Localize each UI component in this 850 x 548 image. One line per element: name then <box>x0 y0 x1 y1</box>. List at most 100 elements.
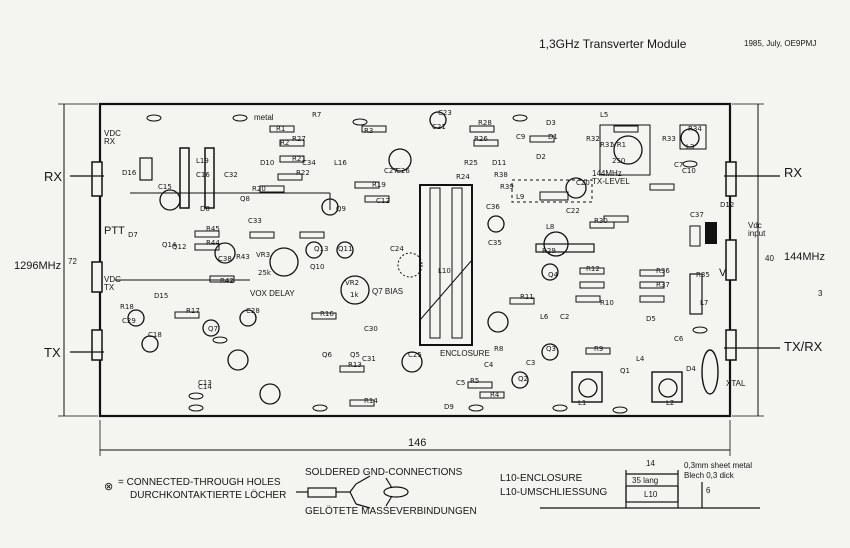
component-label: R38 <box>494 171 508 179</box>
component-label: 250 <box>612 157 626 165</box>
encl-dimension: 14 <box>646 459 655 468</box>
component-label: R17 <box>186 307 200 315</box>
component-label: Q7 <box>208 325 218 333</box>
component-label: C30 <box>364 325 378 333</box>
component-label: VR1 <box>612 141 627 149</box>
rx-left-label: RX <box>44 169 63 184</box>
component-label: C10 <box>682 167 696 175</box>
component-label: R37 <box>656 281 670 289</box>
encl-legend-line2: L10-UMSCHLIESSUNG <box>500 487 608 498</box>
component-label: Q8 <box>240 195 250 203</box>
component-label: C28 <box>246 307 260 315</box>
component-label: C18 <box>148 331 162 339</box>
component-label: C29 <box>122 317 136 325</box>
encl-coil-label: L10 <box>644 490 658 499</box>
freq-left-sub: 72 <box>68 257 77 266</box>
component-label: Q13 <box>314 245 329 253</box>
component-label: Q3 <box>546 345 556 353</box>
component-label: R7 <box>312 111 322 119</box>
component-label: R25 <box>464 159 478 167</box>
component-label: R28 <box>478 119 492 127</box>
component-label: R5 <box>470 377 480 385</box>
component-label: R36 <box>656 267 670 275</box>
metal-label: metal <box>254 113 274 122</box>
component-label: L10 <box>438 267 451 275</box>
component-label: C32 <box>224 171 238 179</box>
component-label: C31 <box>362 355 376 363</box>
component-label: Q4 <box>548 271 558 279</box>
component-label: R21 <box>292 155 306 163</box>
component-label: Q1 <box>620 367 630 375</box>
component-label: C5 <box>456 379 466 387</box>
component-label: Q10 <box>310 263 325 271</box>
freq-right-sub: 40 <box>765 254 774 263</box>
freq-left-label: 1296MHz <box>14 260 62 272</box>
component-label: C35 <box>488 239 502 247</box>
component-label: 25k <box>258 269 271 277</box>
component-label: R2 <box>280 139 290 147</box>
component-label: Q5 <box>350 351 360 359</box>
diagram-date: 1985, July, OE9PMJ <box>744 39 817 48</box>
component-label: D15 <box>154 292 169 300</box>
component-label: L6 <box>540 313 549 321</box>
component-label: Q6 <box>322 351 332 359</box>
encl-legend-line1: L10-ENCLOSURE <box>500 473 583 484</box>
component-label: C38 <box>218 255 232 263</box>
v-mark-label: V <box>719 267 727 279</box>
component-label: D5 <box>646 315 656 323</box>
component-label: C23 <box>438 109 452 117</box>
component-label: D1 <box>548 133 558 141</box>
tx-level-label: 144MHz TX-LEVEL <box>592 169 630 186</box>
component-label: R39 <box>500 183 514 191</box>
component-label: C6 <box>674 335 684 343</box>
component-label: D10 <box>260 159 275 167</box>
encl-height: 6 <box>706 486 711 495</box>
component-label: R35 <box>696 271 710 279</box>
component-label: VR3 <box>256 251 271 259</box>
board-outline <box>98 102 732 418</box>
component-label: R9 <box>594 345 604 353</box>
component-label: C16 <box>196 171 210 179</box>
component-label: R33 <box>662 135 676 143</box>
component-label: D4 <box>686 365 696 373</box>
component-label: R1 <box>276 125 286 133</box>
freq-right-label: 144MHz <box>784 251 825 263</box>
component-label: D2 <box>536 153 546 161</box>
component-label: D8 <box>200 205 210 213</box>
tx-left-label: TX <box>44 345 61 360</box>
txrx-right-label: TX/RX <box>784 339 823 354</box>
encl-length: 35 lang <box>632 476 659 485</box>
component-label: R44 <box>206 239 220 247</box>
component-label: R12 <box>586 265 600 273</box>
component-label: C37 <box>690 211 704 219</box>
component-label: R22 <box>296 169 310 177</box>
component-label: L3 <box>686 143 695 151</box>
holes-legend-line1: = CONNECTED-THROUGH HOLES <box>118 477 281 488</box>
component-label: Q2 <box>518 375 528 383</box>
component-label: R10 <box>600 299 614 307</box>
component-label: D16 <box>122 169 137 177</box>
component-label: C7 <box>674 161 684 169</box>
component-label: Q11 <box>338 245 353 253</box>
vdc-rx-label: VDC RX <box>104 129 121 146</box>
gnd-legend-line2: GELÖTETE MASSEVERBINDUNGEN <box>305 506 477 517</box>
component-label: L16 <box>334 159 347 167</box>
component-label: Q9 <box>336 205 346 213</box>
component-label: R11 <box>520 293 534 301</box>
component-label: 1k <box>350 291 359 299</box>
component-label: R3 <box>364 127 374 135</box>
component-label: VR2 <box>345 279 360 287</box>
component-label: C13 <box>198 379 212 387</box>
component-label: D3 <box>546 119 556 127</box>
component-label: L7 <box>700 299 709 307</box>
holes-symbol: ⊗ <box>104 481 114 493</box>
diagram-title: 1,3GHz Transverter Module <box>539 37 687 51</box>
component-label: L1 <box>578 399 587 407</box>
component-label: C12 <box>376 197 390 205</box>
vdc-tx-label: VDC TX <box>104 275 121 292</box>
component-label: D9 <box>444 403 454 411</box>
vox-delay-label: VOX DELAY <box>250 289 295 298</box>
component-label: R30 <box>594 217 608 225</box>
component-label: R19 <box>372 181 386 189</box>
component-label: C33 <box>248 217 262 225</box>
